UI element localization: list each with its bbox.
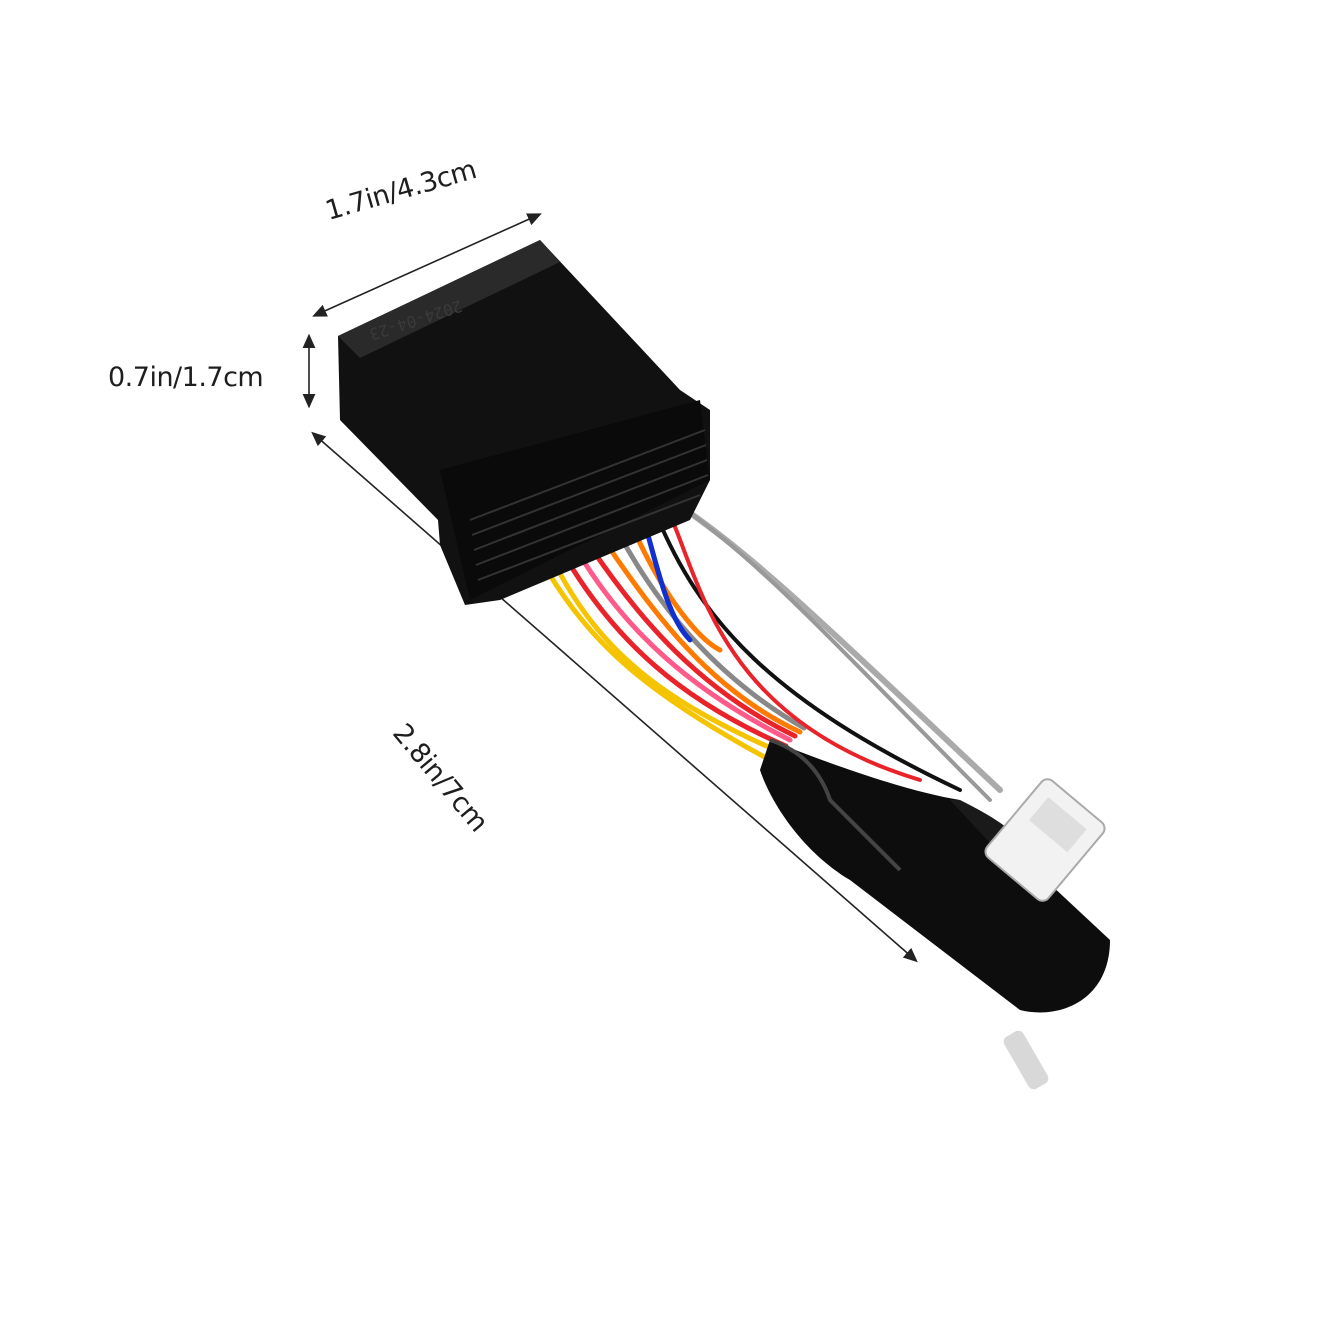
white-plug-connector — [984, 778, 1106, 902]
length-dimension-line — [311, 431, 918, 963]
control-module-housing: 2024-04-23 — [338, 240, 710, 605]
width-dimension-line — [312, 213, 542, 317]
metal-terminal — [1003, 1030, 1049, 1090]
wire-harness — [545, 503, 1003, 802]
height-dimension-label: 0.7in/1.7cm — [108, 362, 264, 393]
